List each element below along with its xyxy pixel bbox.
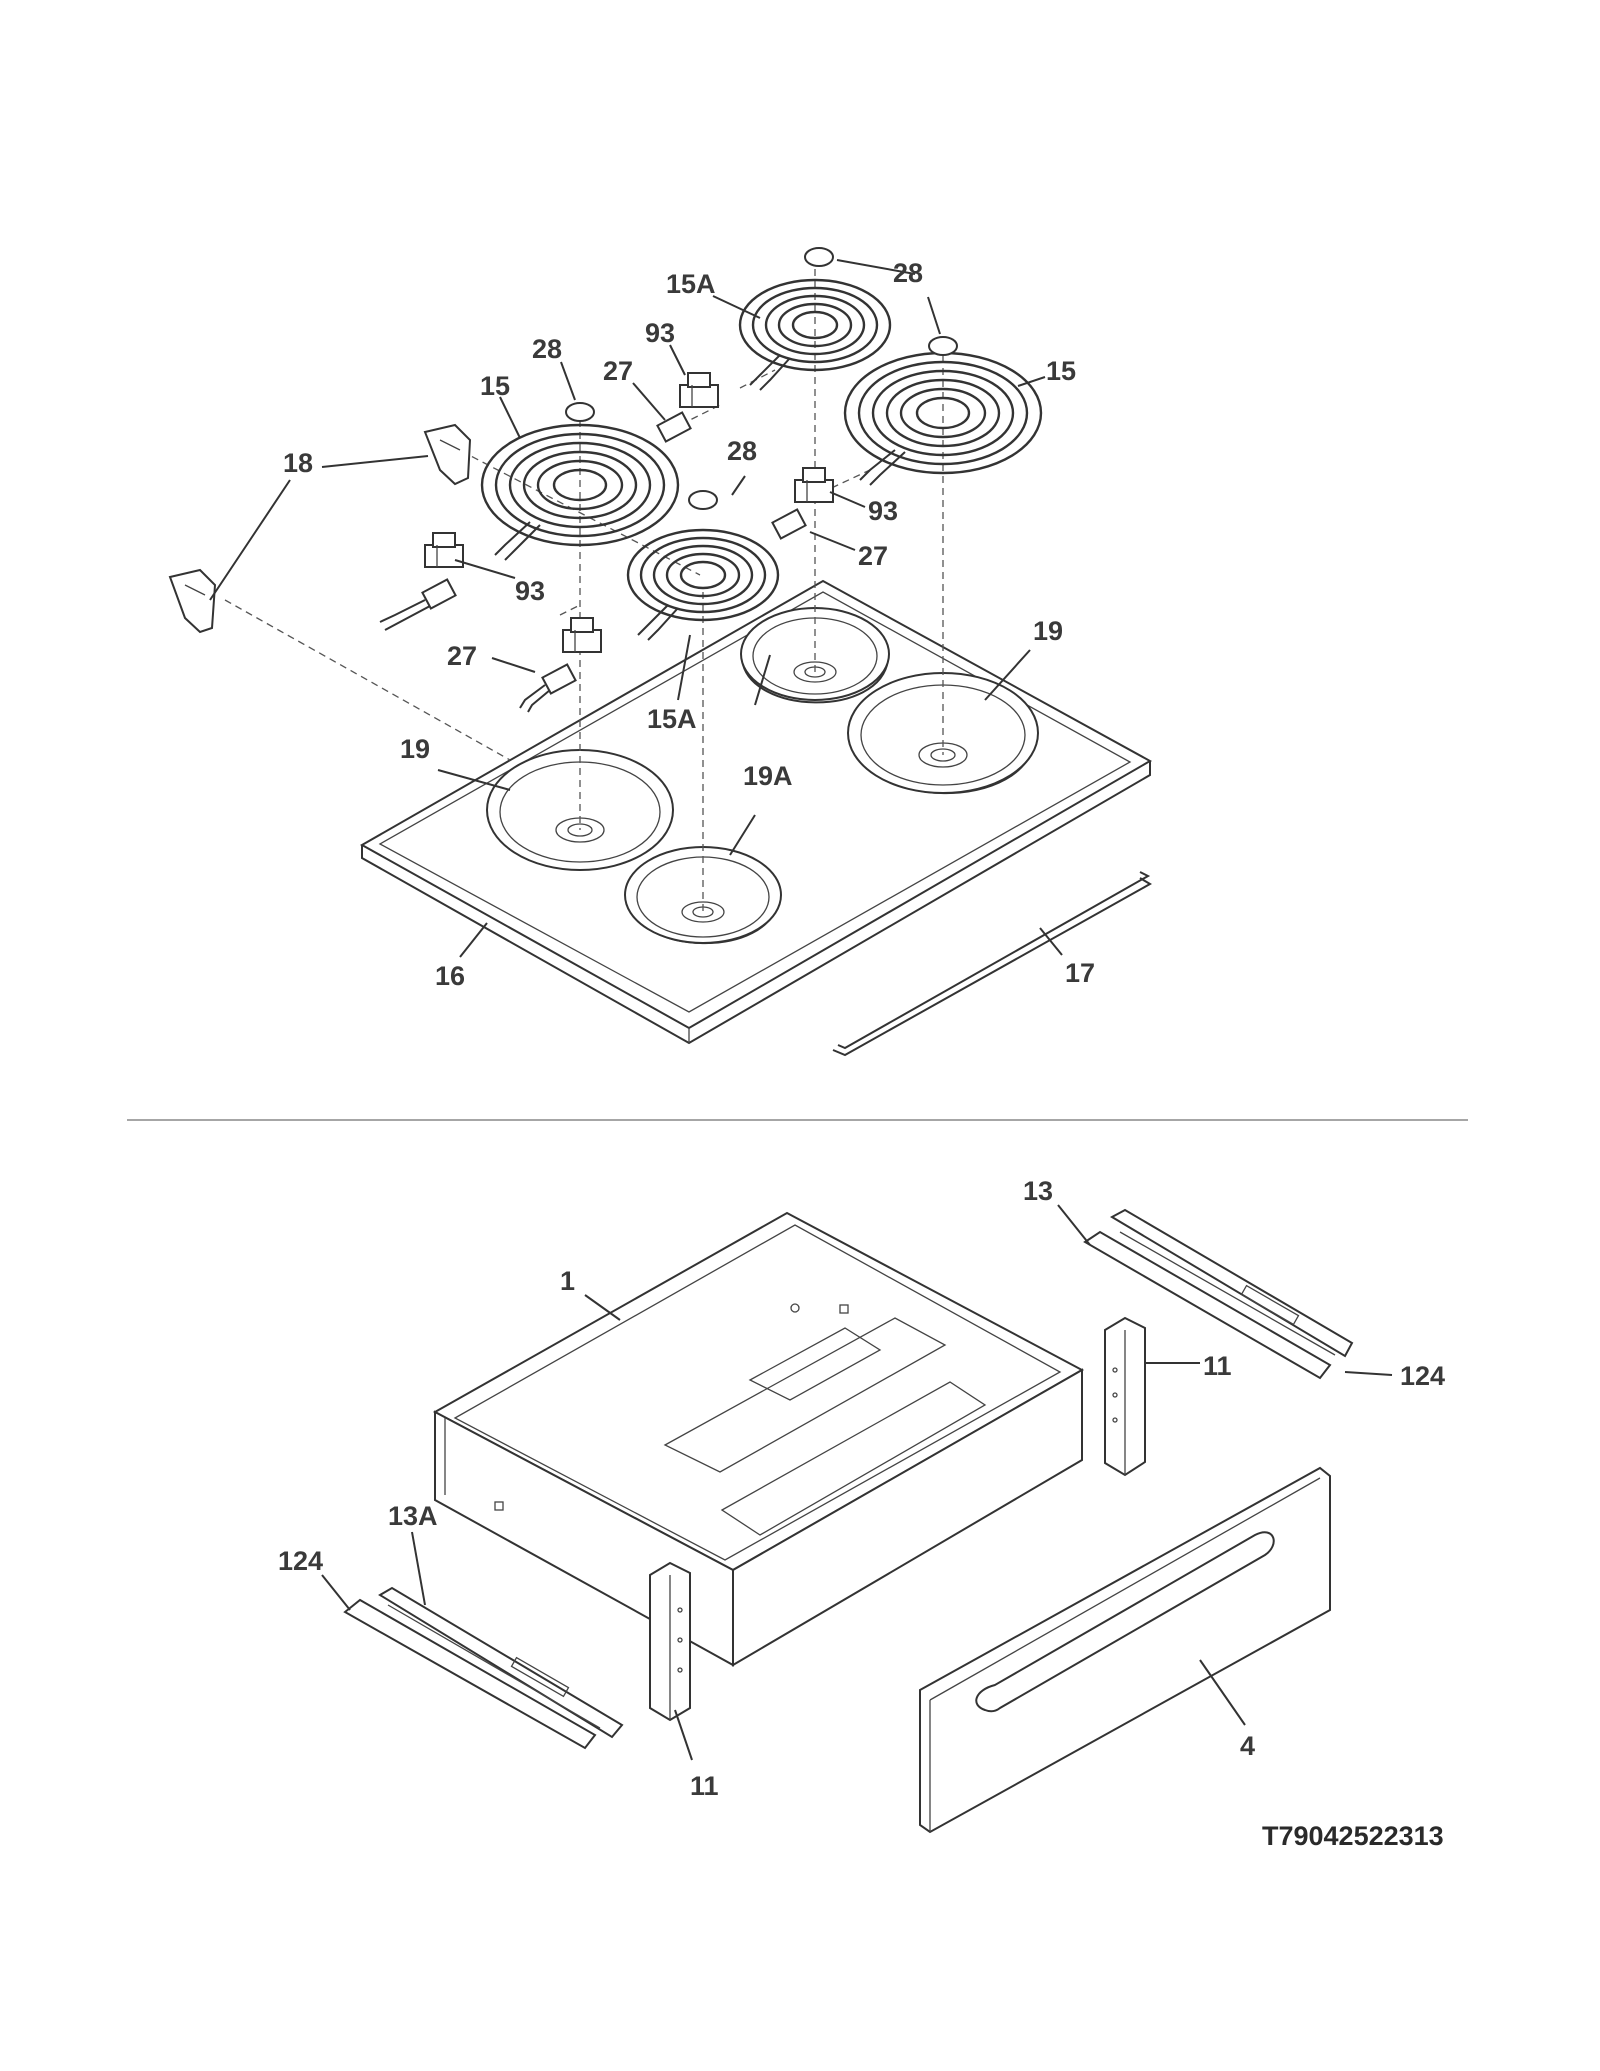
surface-element-small-rear — [738, 278, 892, 391]
drawer-body — [432, 1211, 1085, 1667]
callout-15A: 15A — [647, 704, 697, 734]
callout-15: 15 — [480, 371, 510, 401]
side-bracket-rear — [1104, 1316, 1146, 1477]
terminal-blocks — [424, 372, 834, 653]
callout-19: 19 — [400, 734, 430, 764]
callout-17: 17 — [1065, 958, 1095, 988]
drawer-assembly — [321, 1204, 1393, 1834]
callout-93: 93 — [645, 318, 675, 348]
callout-13: 13 — [1023, 1176, 1053, 1206]
callout-15: 15 — [1046, 356, 1076, 386]
drawer-slide-rear — [1083, 1208, 1354, 1380]
callout-1: 1 — [560, 1266, 575, 1296]
trim-strip — [832, 871, 1152, 1057]
cooktop-assembly — [168, 247, 1153, 1057]
leader-lines-bottom — [321, 1204, 1393, 1761]
leader-lines-top — [209, 259, 1063, 958]
callout-labels: 28 15A 28 93 27 15 15 28 18 93 27 93 27 … — [278, 258, 1445, 1851]
surface-element-large-left — [480, 423, 680, 561]
callout-18: 18 — [283, 448, 313, 478]
drawer-slide-front — [343, 1586, 624, 1750]
callout-19: 19 — [1033, 616, 1063, 646]
callout-16: 16 — [435, 961, 465, 991]
callout-27: 27 — [858, 541, 888, 571]
center-trim-disks — [565, 247, 958, 510]
callout-93: 93 — [868, 496, 898, 526]
callout-124: 124 — [278, 1546, 323, 1576]
callout-13A: 13A — [388, 1501, 438, 1531]
callout-4: 4 — [1240, 1731, 1255, 1761]
callout-27: 27 — [603, 356, 633, 386]
callout-27: 27 — [447, 641, 477, 671]
diagram-code: T79042522313 — [1262, 1821, 1444, 1851]
callout-19A: 19A — [743, 761, 793, 791]
side-bracket-front — [649, 1561, 691, 1722]
callout-28: 28 — [532, 334, 562, 364]
mounting-brackets — [168, 423, 472, 634]
callout-15A: 15A — [666, 269, 716, 299]
callout-124: 124 — [1400, 1361, 1445, 1391]
callout-93: 93 — [515, 576, 545, 606]
callout-28: 28 — [727, 436, 757, 466]
drawer-front-panel — [919, 1466, 1331, 1834]
callout-28: 28 — [893, 258, 923, 288]
callout-11: 11 — [1203, 1351, 1232, 1381]
wire-connectors — [379, 411, 807, 713]
callout-11: 11 — [690, 1771, 719, 1801]
surface-element-small-front — [626, 528, 780, 641]
